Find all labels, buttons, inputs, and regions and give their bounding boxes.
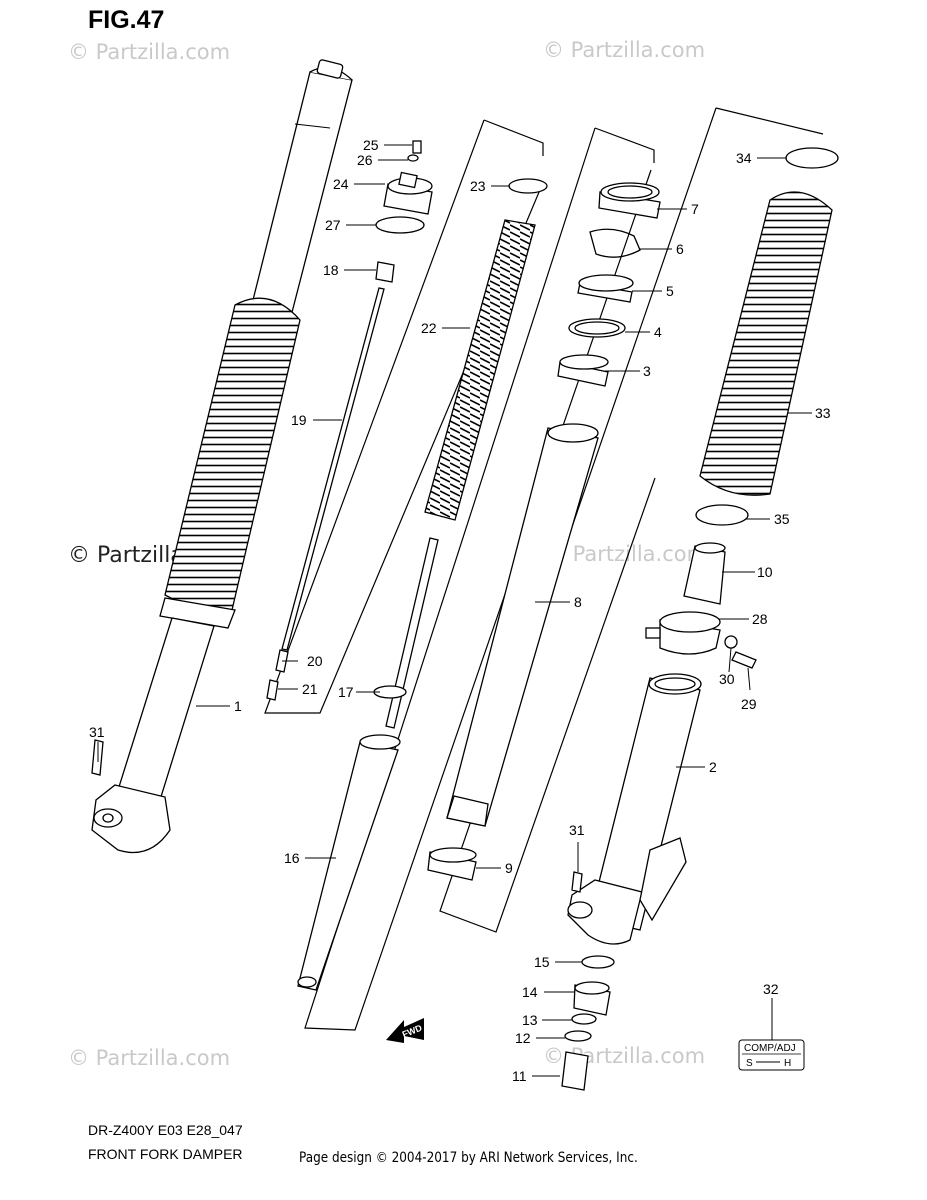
inner-tube (446, 423, 599, 827)
push-rod (266, 287, 385, 701)
callout-6: 6 (676, 241, 684, 257)
callout-32: 32 (763, 981, 779, 997)
callout-3: 3 (643, 363, 651, 379)
fork-cap-parts (375, 140, 433, 283)
callout-2: 2 (709, 759, 717, 775)
bushing-9 (427, 847, 477, 881)
callout-17: 17 (338, 684, 354, 700)
callout-9: 9 (505, 860, 513, 876)
callout-21: 21 (302, 681, 318, 697)
callout-1: 1 (234, 698, 242, 714)
callout-7: 7 (691, 201, 699, 217)
bolts (91, 635, 757, 893)
callout-31-left: 31 (89, 724, 105, 740)
forward-arrow-icon: FWD (386, 1018, 424, 1043)
callout-25: 25 (363, 137, 379, 153)
callout-24: 24 (333, 176, 349, 192)
callout-28: 28 (752, 611, 768, 627)
right-fork-boot (699, 191, 833, 496)
clamp-28 (645, 611, 721, 655)
left-fork-assembly (91, 59, 353, 854)
damper-cylinder (297, 537, 439, 991)
callout-29: 29 (741, 696, 757, 712)
callout-11: 11 (512, 1068, 527, 1084)
watermark-bottom-left: © Partzilla.com (68, 1046, 231, 1070)
page-credit: Page design © 2004-2017 by ARI Network S… (299, 1150, 638, 1166)
bottom-valve-parts (561, 955, 615, 1091)
callout-13: 13 (522, 1012, 538, 1028)
callout-19: 19 (291, 412, 307, 428)
right-outer-tube (567, 673, 702, 945)
fork-spring (424, 219, 536, 521)
callout-numbers: 1 2 3 4 5 6 7 8 9 10 11 12 13 14 15 16 1… (89, 137, 831, 1084)
bushing-10 (683, 542, 726, 605)
callout-12: 12 (515, 1030, 531, 1046)
callout-16: 16 (284, 850, 300, 866)
watermark-top-left: © Partzilla.com (68, 40, 231, 64)
leader-lines (97, 144, 812, 1077)
clip-34 (785, 147, 839, 169)
callout-8: 8 (574, 594, 582, 610)
callout-27: 27 (325, 217, 341, 233)
callout-20: 20 (307, 653, 323, 669)
callout-23: 23 (470, 178, 486, 194)
callout-14: 14 (522, 984, 538, 1000)
callout-33: 33 (815, 405, 831, 421)
model-code: DR-Z400Y E03 E28_047 (88, 1122, 243, 1138)
callout-4: 4 (654, 324, 662, 340)
callout-5: 5 (666, 283, 674, 299)
badge-right-label: H (784, 1058, 791, 1069)
watermark-top-right: © Partzilla.com (543, 38, 706, 62)
badge-top-label: COMP/ADJ (744, 1043, 796, 1054)
callout-34: 34 (736, 150, 752, 166)
callout-31-right: 31 (569, 822, 585, 838)
figure-title: FIG.47 (88, 6, 165, 34)
callout-35: 35 (774, 511, 790, 527)
badge-left-label: S (746, 1058, 753, 1069)
figure-subtitle: FRONT FORK DAMPER (88, 1146, 243, 1162)
clip-35 (695, 504, 749, 526)
callout-18: 18 (323, 262, 339, 278)
ring-23 (508, 178, 548, 194)
comp-adj-badge: COMP/ADJ S H (738, 1039, 805, 1071)
callout-10: 10 (757, 564, 773, 580)
callout-22: 22 (421, 320, 437, 336)
callout-30: 30 (719, 671, 735, 687)
callout-26: 26 (357, 152, 373, 168)
callout-15: 15 (534, 954, 550, 970)
ring-parts (557, 182, 661, 387)
